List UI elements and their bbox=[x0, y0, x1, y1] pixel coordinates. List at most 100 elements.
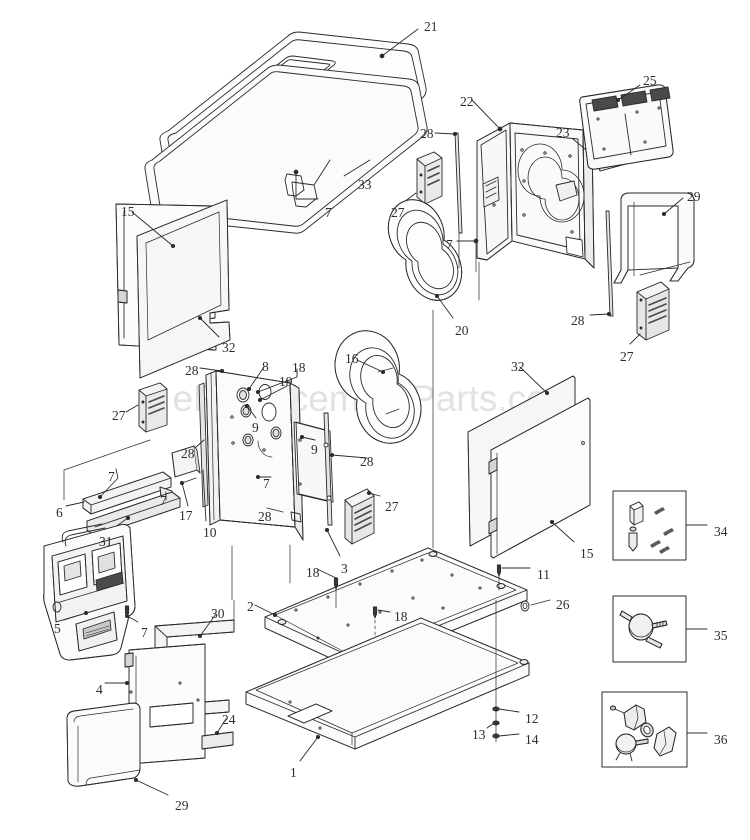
callout-18-b: 18 bbox=[306, 565, 320, 580]
callout-24: 24 bbox=[222, 712, 236, 727]
leader-16 bbox=[356, 359, 384, 373]
callout-3: 3 bbox=[341, 561, 348, 576]
callout-14: 14 bbox=[525, 732, 539, 747]
callout-28-b: 28 bbox=[571, 313, 585, 328]
part-5-control-console bbox=[43, 523, 136, 661]
leader-27c bbox=[125, 404, 139, 413]
callout-27-a: 27 bbox=[391, 205, 405, 220]
part-29-side-wrap bbox=[613, 192, 695, 284]
callout-26: 26 bbox=[556, 597, 570, 612]
callout-18-a: 18 bbox=[292, 360, 306, 375]
callout-25: 25 bbox=[643, 73, 657, 88]
part-26-washer bbox=[520, 600, 530, 612]
callout-7-c: 7 bbox=[263, 476, 270, 491]
callout-31: 31 bbox=[99, 534, 113, 549]
callout-23: 23 bbox=[556, 125, 570, 140]
callout-7-d: 7 bbox=[108, 469, 115, 484]
callout-7-lid: 7 bbox=[325, 205, 332, 220]
leader-13 bbox=[486, 723, 494, 729]
callout-27-d: 27 bbox=[385, 499, 399, 514]
leader-29b bbox=[135, 779, 169, 796]
leader-25 bbox=[617, 84, 641, 101]
part-12-13-14-fasteners bbox=[492, 689, 500, 743]
kit-box-35 bbox=[612, 595, 687, 663]
part-31-slide-rail bbox=[86, 491, 181, 537]
part-20-seal-ring bbox=[387, 199, 463, 301]
callout-29-b: 29 bbox=[175, 798, 189, 813]
callout-18-c: 18 bbox=[394, 609, 408, 624]
callout-33: 33 bbox=[358, 177, 372, 192]
callout-12: 12 bbox=[525, 711, 539, 726]
part-27-vent-a bbox=[416, 151, 443, 205]
leader-12 bbox=[498, 708, 520, 713]
callout-7-e: 7 bbox=[160, 493, 167, 508]
leader-5 bbox=[63, 612, 87, 621]
part-16-drum-ring bbox=[334, 330, 422, 444]
callout-7-f: 7 bbox=[141, 625, 148, 640]
leader-18c bbox=[377, 609, 391, 613]
callout-34: 34 bbox=[714, 524, 728, 539]
leader-9a bbox=[246, 405, 257, 419]
callout-22: 22 bbox=[460, 94, 474, 109]
callout-6: 6 bbox=[56, 505, 63, 520]
part-28-rod-d bbox=[198, 382, 209, 508]
callout-11: 11 bbox=[537, 567, 550, 582]
leader-15b bbox=[551, 521, 575, 543]
leader-6 bbox=[65, 501, 85, 507]
leader-21 bbox=[381, 28, 419, 57]
callout-28-a: 28 bbox=[420, 126, 434, 141]
callout-9-a: 9 bbox=[252, 420, 259, 435]
leader-7d bbox=[99, 468, 119, 498]
leader-27b bbox=[629, 333, 641, 345]
leader-32b bbox=[519, 366, 548, 394]
leader-33 bbox=[343, 159, 371, 177]
leader-20 bbox=[436, 295, 454, 319]
leader-18b bbox=[316, 568, 337, 579]
leader-28e bbox=[194, 439, 205, 449]
callout-20: 20 bbox=[455, 323, 469, 338]
leader-15a bbox=[131, 211, 174, 247]
leader-7-lid bbox=[293, 169, 319, 200]
callout-15-a: 15 bbox=[121, 204, 135, 219]
leader-28d bbox=[331, 454, 368, 459]
leader-18a bbox=[257, 368, 298, 393]
callout-21: 21 bbox=[424, 19, 438, 34]
callout-10: 10 bbox=[203, 525, 217, 540]
leader-2 bbox=[254, 604, 276, 616]
callout-16: 16 bbox=[345, 351, 359, 366]
leader-26 bbox=[530, 599, 551, 606]
callout-5: 5 bbox=[54, 621, 61, 636]
callout-36: 36 bbox=[714, 732, 728, 747]
part-27-vent-d bbox=[344, 488, 375, 545]
callout-13: 13 bbox=[472, 727, 486, 742]
part-3-inner-cabinet bbox=[205, 370, 334, 541]
leader-28f bbox=[266, 507, 284, 513]
callout-7-b: 7 bbox=[446, 237, 453, 252]
callout-28-d: 28 bbox=[360, 454, 374, 469]
leader-14 bbox=[498, 733, 520, 737]
callout-29-a: 29 bbox=[687, 189, 701, 204]
leader-3 bbox=[326, 529, 341, 557]
part-15-door-outer-right bbox=[488, 397, 591, 559]
callout-30: 30 bbox=[211, 606, 225, 621]
leader-22 bbox=[471, 99, 501, 130]
callout-27-b: 27 bbox=[620, 349, 634, 364]
leader-28a bbox=[434, 132, 456, 135]
leader-10 bbox=[202, 469, 207, 522]
part-11-screw bbox=[496, 564, 502, 591]
callout-17: 17 bbox=[179, 508, 193, 523]
part-22-cabinet-shell bbox=[476, 122, 595, 269]
callout-35: 35 bbox=[714, 628, 728, 643]
leader-19 bbox=[259, 378, 288, 401]
leader-30 bbox=[199, 613, 217, 637]
kit-box-36 bbox=[601, 691, 688, 768]
leader-8 bbox=[248, 366, 265, 390]
part-25-louver-panel bbox=[579, 84, 674, 170]
leader-28b bbox=[589, 313, 610, 316]
part-29-front-wrap bbox=[66, 702, 141, 787]
callout-32-a: 32 bbox=[222, 340, 236, 355]
callout-4: 4 bbox=[96, 682, 103, 697]
part-28-rod-b bbox=[605, 210, 614, 317]
callout-32-b: 32 bbox=[511, 359, 525, 374]
